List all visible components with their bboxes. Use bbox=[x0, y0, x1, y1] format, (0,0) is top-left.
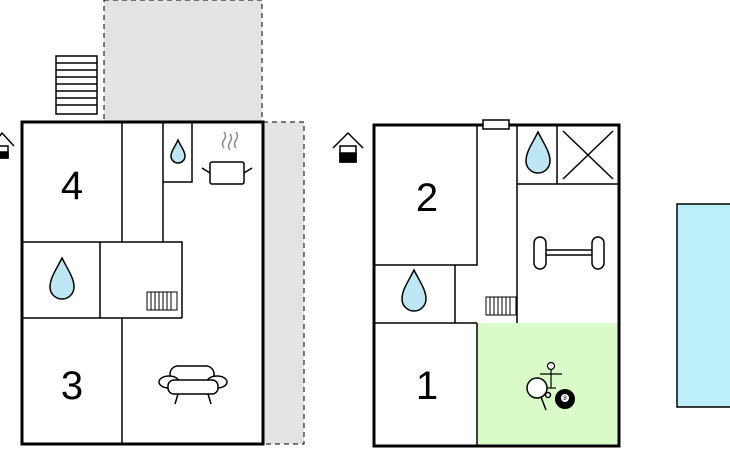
terrace-top bbox=[103, 0, 263, 123]
water-drop-icon bbox=[170, 138, 186, 164]
room-number-3: 3 bbox=[61, 364, 83, 408]
pool-icon bbox=[676, 203, 730, 408]
house-entrance-icon bbox=[0, 131, 15, 159]
radiator-icon bbox=[146, 291, 178, 311]
room-number-1: 1 bbox=[416, 364, 438, 408]
billiard-ball-icon: 8 bbox=[555, 389, 575, 409]
room-number-4: 4 bbox=[61, 164, 83, 208]
activity-room bbox=[477, 323, 619, 446]
right-floor-walls bbox=[374, 125, 619, 446]
sofa-icon bbox=[158, 365, 228, 405]
cooking-pot-icon bbox=[201, 131, 253, 185]
dumbbell-icon bbox=[533, 236, 605, 270]
cross-icon bbox=[562, 130, 614, 180]
window-icon bbox=[482, 119, 510, 130]
water-drop-icon bbox=[49, 256, 75, 300]
radiator-icon bbox=[485, 296, 517, 316]
stairs-icon bbox=[55, 55, 98, 115]
water-drop-icon bbox=[525, 130, 551, 174]
water-drop-icon bbox=[401, 268, 427, 312]
left-floor-walls bbox=[22, 122, 193, 444]
terrace-right bbox=[262, 121, 305, 445]
room-number-2: 2 bbox=[416, 176, 438, 220]
table-football-icon bbox=[540, 361, 562, 389]
ping-pong-icon bbox=[526, 377, 552, 411]
svg-text:8: 8 bbox=[563, 396, 567, 402]
house-entrance-icon bbox=[332, 131, 364, 163]
